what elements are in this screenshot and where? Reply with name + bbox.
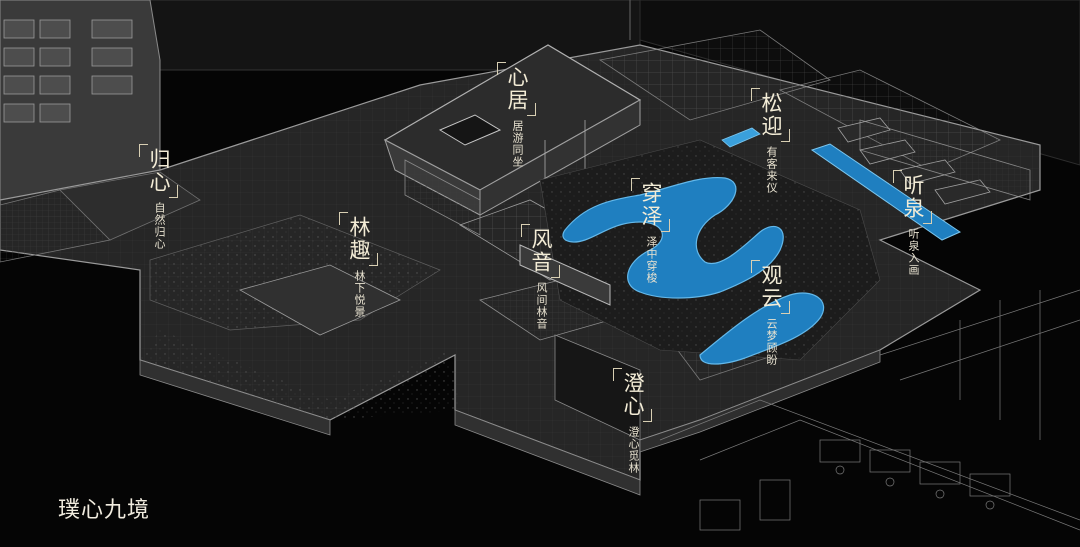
zone-subtitle: 听泉入画 <box>907 228 920 276</box>
zone-name: 风音 <box>521 224 560 278</box>
zone-name: 穿泽 <box>631 178 670 232</box>
zone-label-guanyun: 观云 云梦顾盼 <box>751 260 790 366</box>
water-features <box>562 127 962 365</box>
wooded-garden-left <box>140 214 460 420</box>
chuanze-pond <box>562 176 784 299</box>
zone-label-xinju: 心居 居游同坐 <box>497 62 536 168</box>
zone-subtitle: 风间林音 <box>535 282 548 330</box>
zone-name: 听泉 <box>893 170 932 224</box>
zone-label-chengxin: 澄心 澄心觅林 <box>613 368 652 474</box>
zone-subtitle: 泽中穿梭 <box>645 236 658 284</box>
zone-name: 观云 <box>751 260 790 314</box>
basement-plan-lines <box>659 289 1080 531</box>
zone-subtitle: 澄心觅林 <box>627 426 640 474</box>
zone-name: 归心 <box>139 144 178 198</box>
guanyun-pond <box>699 292 825 365</box>
zone-label-songying: 松迎 有客来仪 <box>751 88 790 194</box>
tingquan-channel <box>810 143 962 241</box>
left-paved-terrace <box>0 171 201 263</box>
residential-tower <box>0 0 161 221</box>
zone-subtitle: 自然归心 <box>153 202 166 250</box>
zone-subtitle: 有客来仪 <box>765 146 778 194</box>
zone-name: 林趣 <box>339 212 378 266</box>
zone-name: 心居 <box>497 62 536 116</box>
zone-label-linqu: 林趣 林下悦景 <box>339 212 378 318</box>
zone-name: 松迎 <box>751 88 790 142</box>
central-pavilion <box>383 44 642 236</box>
pergola-rows <box>837 117 1031 205</box>
zone-label-tingquan: 听泉 听泉入画 <box>893 170 932 276</box>
zone-subtitle: 居游同坐 <box>511 120 524 168</box>
fengyin-wall <box>519 244 641 441</box>
zone-label-chuanze: 穿泽 泽中穿梭 <box>631 178 670 284</box>
songying-pool <box>721 127 761 148</box>
plan-title: 璞心九境 <box>58 498 151 523</box>
zone-label-guixin: 归心 自然归心 <box>139 144 178 250</box>
zone-name: 澄心 <box>613 368 652 422</box>
zone-subtitle: 云梦顾盼 <box>765 318 778 366</box>
zone-label-fengyin: 风音 风间林音 <box>521 224 560 330</box>
zone-subtitle: 林下悦景 <box>353 270 366 318</box>
